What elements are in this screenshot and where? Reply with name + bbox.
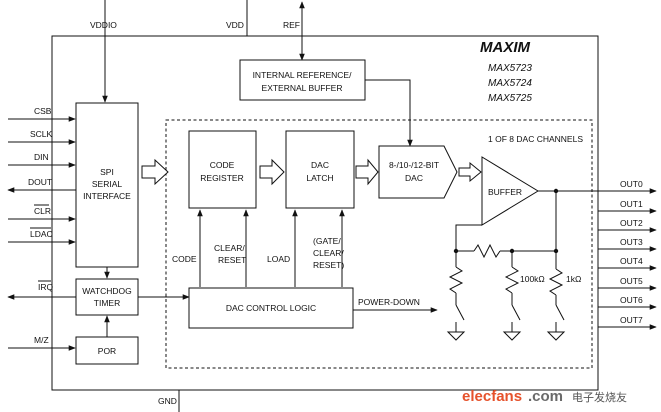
ref-buffer-block (239, 59, 366, 101)
din-pin-label: DIN (34, 152, 49, 162)
part-number-3: MAX5725 (488, 93, 532, 104)
buffer-label: BUFFER (488, 187, 522, 197)
feedback-trace (455, 224, 482, 251)
out3-pin-label: OUT3 (620, 237, 643, 247)
ref-pin-label: REF (283, 20, 300, 30)
code-register-label-1: CODE (210, 160, 235, 170)
buffer-amplifier (481, 156, 539, 226)
gate-clear-label-2: CLEAR/ (313, 248, 344, 258)
leg1-resistor (448, 266, 464, 294)
out0-pin-label: OUT0 (620, 179, 643, 189)
watermark-brand: elecfans (462, 388, 522, 405)
code-register-block (188, 130, 257, 209)
vddio-pin-label: VDDIO (90, 20, 117, 30)
watchdog-label-1: WATCHDOG (82, 286, 132, 296)
ref-buffer-label-2: EXTERNAL BUFFER (262, 83, 343, 93)
spi-interface-block (75, 102, 139, 268)
spi-label-1: SPI (100, 167, 114, 177)
sclk-pin-label: SCLK (30, 129, 53, 139)
gate-clear-label-3: RESET) (313, 260, 344, 270)
dac-block (378, 145, 458, 199)
feedback-resistor (473, 243, 501, 259)
code-register-label-2: REGISTER (200, 173, 243, 183)
code-signal-label: CODE (172, 254, 197, 264)
ref-to-dac-line (365, 79, 413, 147)
spi-label-3: INTERFACE (83, 191, 131, 201)
vdd-pin-label: VDD (226, 20, 244, 30)
latch-to-dac-arrow (355, 158, 379, 186)
mz-pin-label: M/Z (34, 335, 49, 345)
leg2-switch (511, 304, 521, 321)
gnd-pin-label: GND (158, 396, 177, 406)
watchdog-label-2: TIMER (94, 298, 120, 308)
ref-buffer-label-1: INTERNAL REFERENCE/ (253, 70, 353, 80)
out5-pin-label: OUT5 (620, 276, 643, 286)
por-label: POR (98, 346, 116, 356)
clear-reset-label-2: RESET (218, 255, 246, 265)
leg3-switch (555, 304, 565, 321)
spi-label-2: SERIAL (92, 179, 123, 189)
dac-label-1: 8-/10-/12-BIT (389, 160, 439, 170)
ldac-pin-label: LDAC (30, 229, 53, 239)
part-number-1: MAX5723 (488, 63, 532, 74)
csb-pin-label: CSB (34, 106, 52, 116)
chip-outline (51, 35, 599, 391)
leg1-ground (446, 331, 466, 341)
dac-channel-region (165, 119, 593, 369)
maxim-logo: MAXIM (480, 39, 531, 56)
output-node-dot (553, 248, 559, 254)
out6-pin-label: OUT6 (620, 295, 643, 305)
clear-reset-label-1: CLEAR/ (214, 243, 245, 253)
dac-latch-label-1: DAC (311, 160, 329, 170)
dac-latch-label-2: LATCH (306, 173, 333, 183)
leg3-resistor (548, 268, 564, 296)
leg2-ground (502, 331, 522, 341)
resistor-100k-label: 100kΩ (520, 274, 545, 284)
dac-label-2: DAC (405, 173, 423, 183)
dout-pin-label: DOUT (28, 177, 52, 187)
leg2-resistor (504, 266, 520, 294)
leg3-ground (546, 331, 566, 341)
watermark-tld: .com (528, 388, 563, 405)
resistor-1k-label: 1kΩ (566, 274, 581, 284)
watchdog-timer-block (75, 278, 139, 316)
load-signal-label: LOAD (267, 254, 290, 264)
register-to-latch-arrow (259, 158, 285, 186)
watermark-cn: 电子发烧友 (572, 390, 627, 404)
out4-pin-label: OUT4 (620, 256, 643, 266)
part-number-2: MAX5724 (488, 78, 532, 89)
out1-pin-label: OUT1 (620, 199, 643, 209)
power-down-label: POWER-DOWN (358, 297, 420, 307)
out7-pin-label: OUT7 (620, 315, 643, 325)
irq-pin-label: IRQ (38, 282, 54, 292)
dac-latch-block (285, 130, 355, 209)
gate-clear-label-1: (GATE/ (313, 236, 341, 246)
dac-control-logic-label: DAC CONTROL LOGIC (226, 303, 316, 313)
clr-pin-label: CLR (34, 206, 51, 216)
dac-control-logic-block (188, 287, 354, 329)
channels-label: 1 OF 8 DAC CHANNELS (488, 134, 583, 144)
dac-to-buffer-arrow (458, 161, 482, 183)
out2-pin-label: OUT2 (620, 218, 643, 228)
spi-to-register-arrow (141, 158, 169, 186)
por-block (75, 336, 139, 365)
leg1-switch (455, 304, 465, 321)
